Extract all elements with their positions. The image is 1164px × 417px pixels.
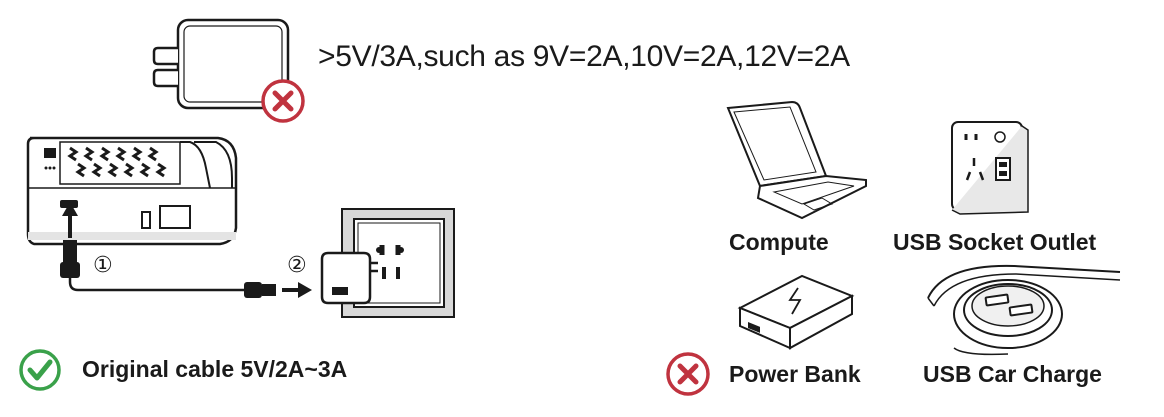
power-bank-icon xyxy=(737,274,855,350)
step-two-label: ② xyxy=(287,252,307,277)
spec-text: >5V/3A,such as 9V=2A,10V=2A,12V=2A xyxy=(318,40,850,73)
usb-outlet-icon xyxy=(951,121,1029,215)
usb-cable-path xyxy=(60,202,312,298)
laptop-icon xyxy=(726,100,867,220)
drone-battery-icon xyxy=(26,136,238,246)
device-label-usb-car-charge: USB Car Charge xyxy=(923,361,1102,387)
wall-socket-icon xyxy=(320,208,455,318)
wall-adapter-icon xyxy=(152,18,290,110)
car-charger-icon xyxy=(927,264,1121,356)
step-one-label: ① xyxy=(93,252,113,277)
red-cross-icon xyxy=(261,79,305,123)
red-cross-icon xyxy=(666,352,710,396)
device-label-usb-socket-outlet: USB Socket Outlet xyxy=(893,229,1097,255)
green-check-icon xyxy=(19,349,61,391)
device-label-power-bank: Power Bank xyxy=(729,361,861,387)
device-label-compute: Compute xyxy=(729,229,829,255)
original-cable-label: Original cable 5V/2A~3A xyxy=(82,356,348,382)
